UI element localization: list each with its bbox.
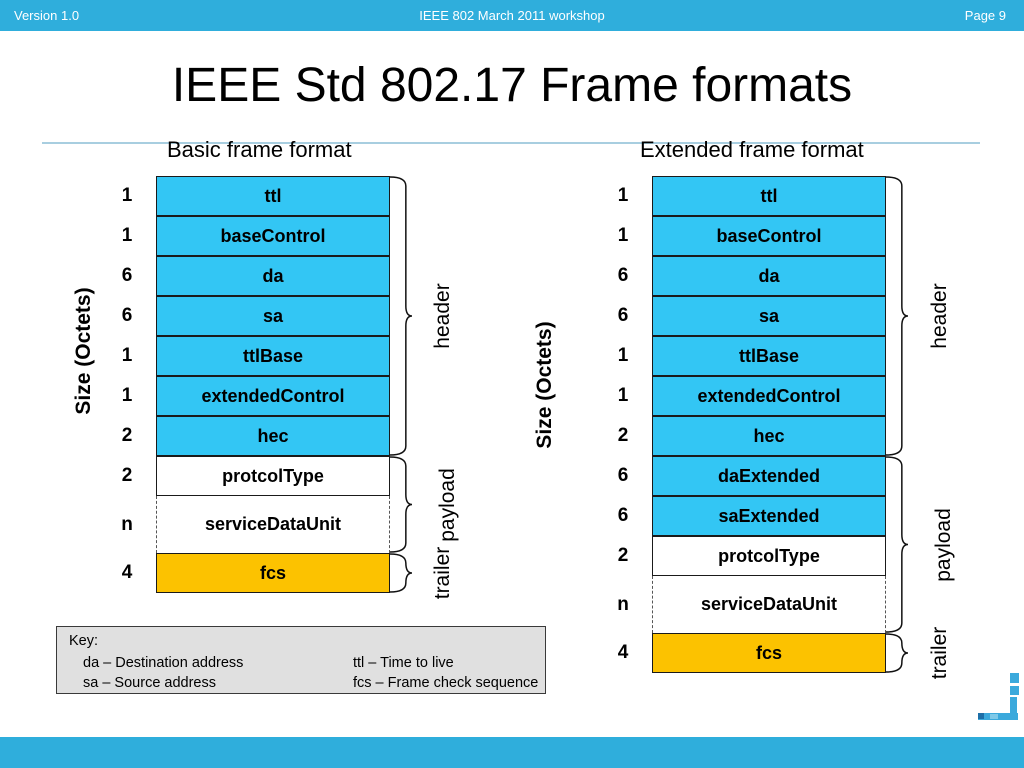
frame-field-label: daExtended bbox=[717, 465, 821, 486]
frame-field-size-extendedControl: 1 bbox=[617, 385, 629, 406]
frame-field-size-da: 6 bbox=[121, 265, 133, 286]
footer-event: IEEE 802 March 2011 workshop bbox=[419, 8, 605, 23]
frame-field-serviceDataUnit: serviceDataUnit bbox=[652, 576, 886, 633]
key-legend-title: Key: bbox=[69, 633, 99, 649]
frame-field-size-sa: 6 bbox=[121, 305, 133, 326]
frame-field-sa: sa bbox=[652, 296, 886, 336]
footer-page-number: Page 9 bbox=[964, 8, 1006, 23]
frame-field-label: sa bbox=[758, 305, 780, 326]
frame-field-size-da: 6 bbox=[617, 265, 629, 286]
key-entry-ttl: ttl – Time to live bbox=[353, 655, 454, 671]
frame-field-label: ttl bbox=[760, 185, 778, 206]
frame-field-size-sa: 6 bbox=[617, 305, 629, 326]
frame-field-size-serviceDataUnit: n bbox=[121, 513, 133, 535]
top-banner bbox=[0, 0, 1024, 31]
frame-field-size-baseControl: 1 bbox=[617, 225, 629, 246]
frame-field-size-ttlBase: 1 bbox=[121, 345, 133, 366]
frame-field-size-hec: 2 bbox=[617, 425, 629, 446]
frame-field-extendedControl: extendedControl bbox=[652, 376, 886, 416]
frame-field-label: extendedControl bbox=[697, 385, 841, 406]
basic-frame-caption: Basic frame format bbox=[167, 137, 352, 162]
frame-field-ttlBase: ttlBase bbox=[156, 336, 390, 376]
frame-field-size-ttlBase: 1 bbox=[617, 345, 629, 366]
frame-field-label: da bbox=[758, 265, 780, 286]
frame-field-size-fcs: 4 bbox=[617, 642, 629, 663]
frame-field-size-baseControl: 1 bbox=[121, 225, 133, 246]
brace-header bbox=[389, 176, 413, 456]
key-entry-fcs: fcs – Frame check sequence bbox=[353, 675, 539, 691]
brace-payload bbox=[885, 456, 909, 633]
frame-field-fcs: fcs bbox=[652, 633, 886, 673]
frame-field-label: serviceDataUnit bbox=[700, 594, 838, 614]
frame-field-label: saExtended bbox=[718, 505, 820, 526]
frame-field-size-extendedControl: 1 bbox=[121, 385, 133, 406]
frame-field-size-protcolType: 2 bbox=[121, 465, 133, 486]
key-legend-box: Key: da – Destination address ttl – Time… bbox=[56, 626, 546, 694]
frame-field-label: ttlBase bbox=[738, 345, 800, 366]
frame-field-label: hec bbox=[753, 425, 785, 446]
frame-field-label: fcs bbox=[755, 642, 782, 663]
footer-version: Version 1.0 bbox=[14, 8, 80, 23]
brace-header bbox=[885, 176, 909, 456]
frame-field-ttl: ttl bbox=[652, 176, 886, 216]
frame-field-da: da bbox=[652, 256, 886, 296]
frame-field-size-ttl: 1 bbox=[617, 185, 629, 206]
title-divider bbox=[42, 142, 980, 144]
frame-field-size-hec: 2 bbox=[121, 425, 133, 446]
frame-field-ttlBase: ttlBase bbox=[652, 336, 886, 376]
frame-field-size-protcolType: 2 bbox=[617, 545, 629, 566]
brace-label-trailer: trailer bbox=[928, 626, 951, 680]
brace-trailer bbox=[885, 633, 909, 673]
page-title: IEEE Std 802.17 Frame formats bbox=[171, 59, 853, 112]
frame-field-size-saExtended: 6 bbox=[617, 505, 629, 526]
frame-field-daExtended: daExtended bbox=[652, 456, 886, 496]
frame-field-saExtended: saExtended bbox=[652, 496, 886, 536]
frame-field-label: baseControl bbox=[716, 225, 822, 246]
frame-field-size-serviceDataUnit: n bbox=[617, 593, 629, 615]
frame-field-hec: hec bbox=[652, 416, 886, 456]
size-octets-axis-label: Size (Octets) bbox=[533, 321, 556, 449]
bottom-banner bbox=[0, 737, 1024, 768]
frame-field-size-ttl: 1 bbox=[121, 185, 133, 206]
frame-field-baseControl: baseControl bbox=[652, 216, 886, 256]
key-entry-sa: sa – Source address bbox=[83, 675, 216, 691]
brace-label-header: header bbox=[928, 283, 951, 349]
key-entry-da: da – Destination address bbox=[83, 655, 244, 671]
frame-field-protcolType: protcolType bbox=[652, 536, 886, 576]
brace-payload bbox=[389, 456, 413, 553]
frame-field-label: protcolType bbox=[718, 545, 820, 566]
brace-trailer bbox=[389, 553, 413, 593]
frame-field-size-daExtended: 6 bbox=[617, 465, 629, 486]
corner-logo-icon bbox=[978, 673, 1019, 720]
extended-frame-caption: Extended frame format bbox=[640, 137, 864, 162]
frame-field-size-fcs: 4 bbox=[121, 562, 133, 583]
